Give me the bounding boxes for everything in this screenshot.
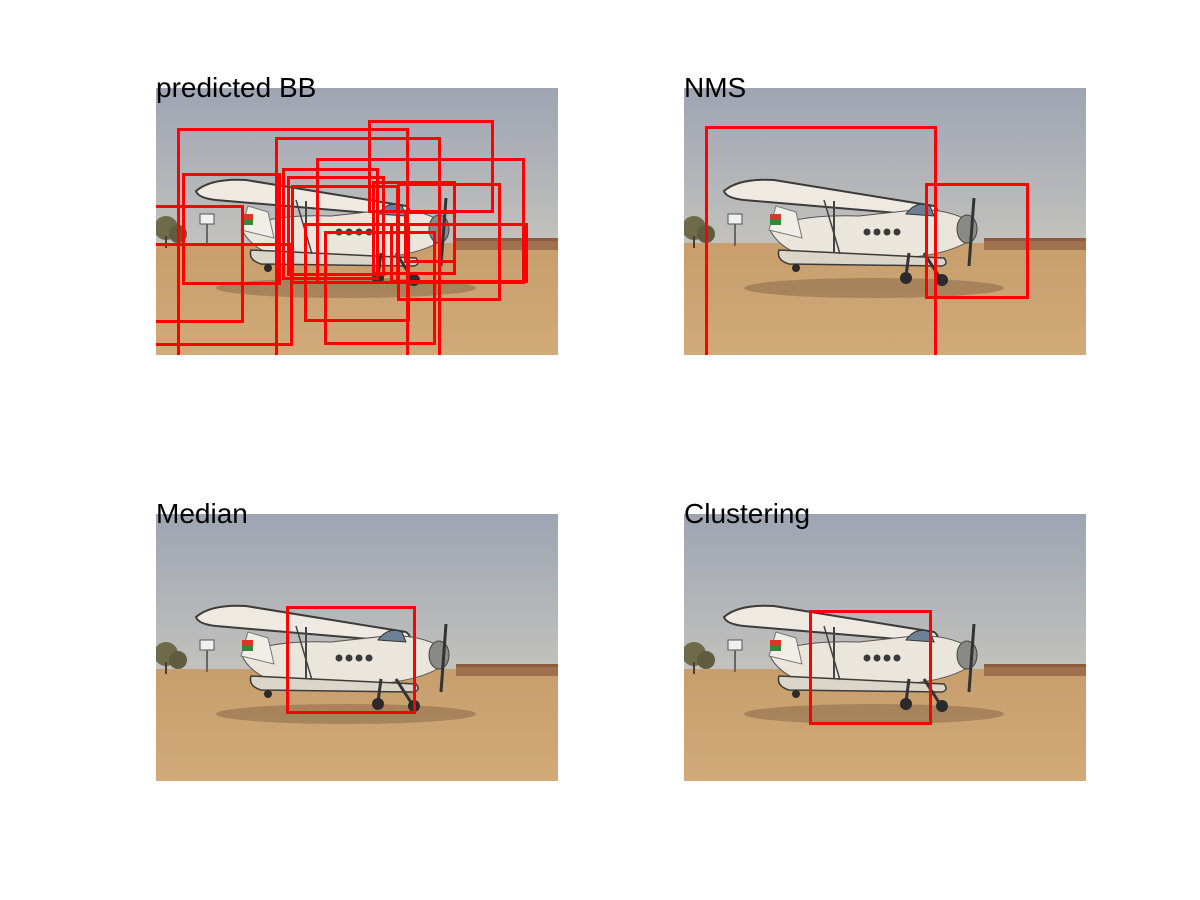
bounding-box [286, 606, 416, 714]
nms-boxes-layer [684, 88, 1086, 355]
bounding-box [397, 183, 501, 301]
bounding-box [156, 243, 293, 346]
bounding-box [925, 183, 1029, 299]
panel-median: Median [156, 499, 558, 781]
bounding-box [705, 126, 937, 355]
bounding-box [156, 205, 244, 323]
panel-title: Clustering [684, 498, 811, 529]
bounding-box [287, 176, 385, 276]
predicted-boxes-layer [156, 88, 558, 355]
panel-clustering: Clustering [684, 499, 1086, 781]
panel-predicted-bb: predicted BB [156, 73, 558, 355]
panel-nms: NMS [684, 73, 1086, 355]
bounding-box [390, 223, 528, 283]
bounding-box [809, 610, 932, 725]
bounding-box [324, 231, 436, 345]
panel-title: NMS [684, 72, 747, 103]
bounding-box [404, 211, 456, 263]
panel-title: predicted BB [156, 72, 317, 103]
bounding-box [182, 173, 281, 285]
bounding-box [275, 137, 441, 355]
panel-title: Median [156, 498, 248, 529]
